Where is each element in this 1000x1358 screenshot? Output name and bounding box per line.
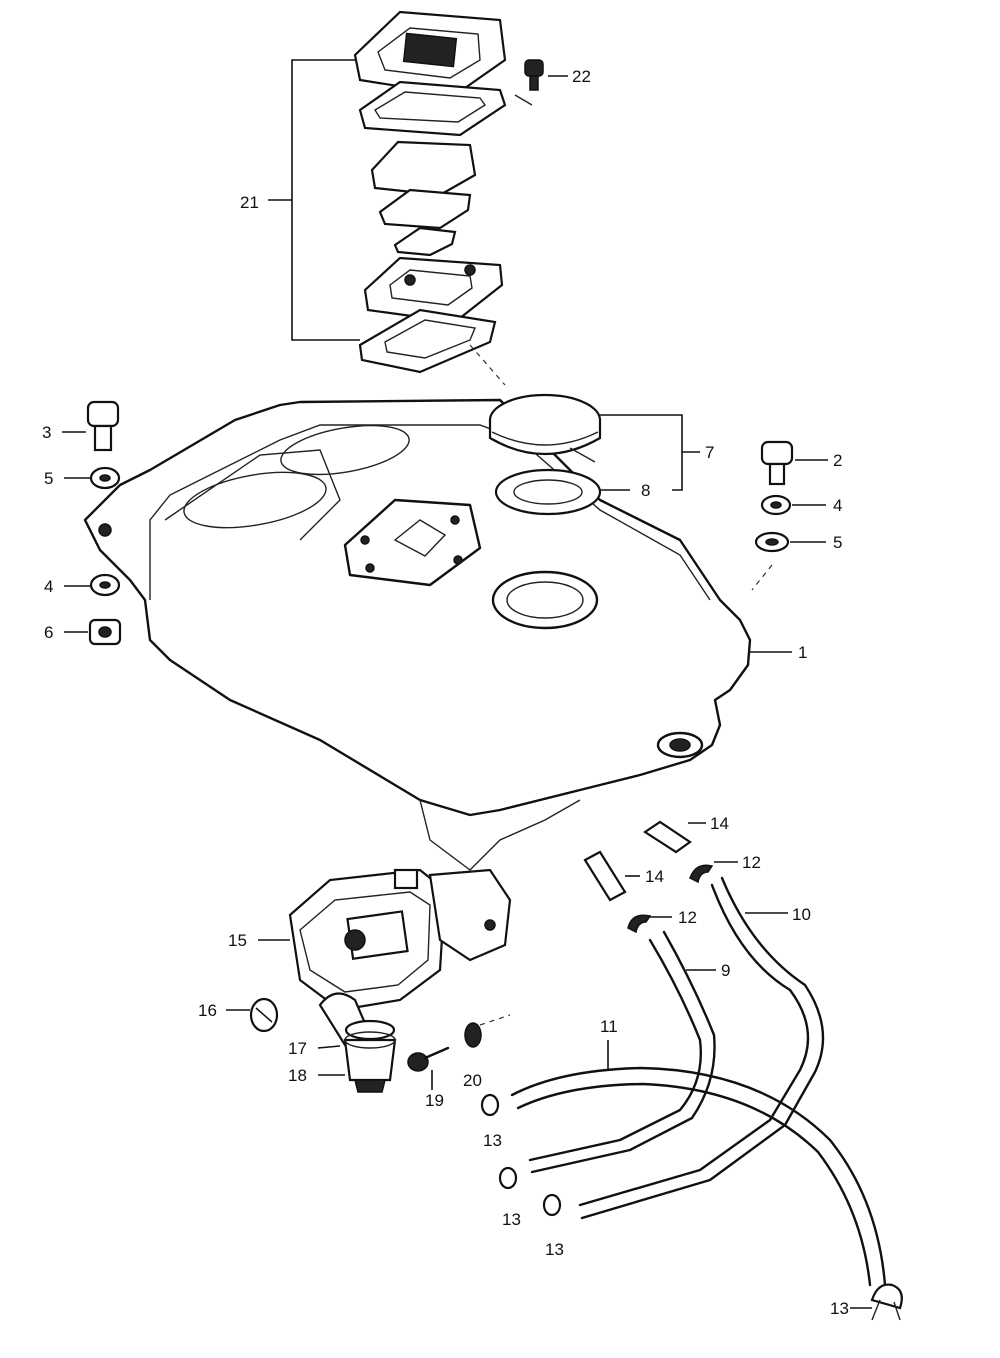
callout-4-right: 4 — [833, 496, 842, 515]
part-5-washer-left — [89, 466, 121, 490]
callout-13-b: 13 — [502, 1210, 521, 1229]
callout-17: 17 — [288, 1039, 307, 1058]
callout-16: 16 — [198, 1001, 217, 1020]
callout-15: 15 — [228, 931, 247, 950]
callout-4-left: 4 — [44, 577, 53, 596]
callout-12-upper: 12 — [742, 853, 761, 872]
part-17-o-ring — [344, 1019, 396, 1041]
callout-5-right: 5 — [833, 533, 842, 552]
part-21-cap-assembly — [353, 10, 507, 386]
part-13-clamp-d — [870, 1283, 903, 1321]
part-12-clip-upper — [689, 864, 714, 884]
part-14-nipple-upper — [642, 820, 692, 854]
callout-13-c: 13 — [545, 1240, 564, 1259]
part-15-fuel-cock — [288, 868, 512, 1047]
part-13-clamp-a — [480, 1093, 500, 1117]
part-20-washer — [464, 1022, 482, 1048]
callout-5-left: 5 — [44, 469, 53, 488]
part-9-hose — [528, 930, 716, 1174]
callout-18: 18 — [288, 1066, 307, 1085]
part-18-filter-cup — [343, 1031, 397, 1093]
callout-13-a: 13 — [483, 1131, 502, 1150]
part-11-hose — [510, 1066, 887, 1287]
callout-3: 3 — [42, 423, 51, 442]
callout-11: 11 — [600, 1017, 618, 1036]
part-12-clip-lower — [627, 914, 652, 934]
callout-14-lower: 14 — [645, 867, 664, 886]
part-10-hose — [578, 876, 825, 1220]
part-3-bolt — [86, 400, 120, 452]
callout-6: 6 — [44, 623, 53, 642]
callout-14-upper: 14 — [710, 814, 729, 833]
callout-20: 20 — [463, 1071, 482, 1090]
part-16-screw — [249, 997, 279, 1033]
part-14-nipple-lower — [583, 850, 627, 902]
part-1-fuel-tank — [83, 398, 752, 871]
part-6-nut — [88, 618, 122, 646]
callout-9: 9 — [721, 961, 730, 980]
callout-2: 2 — [833, 451, 842, 470]
callout-7: 7 — [705, 443, 714, 462]
part-19-screw — [407, 1046, 450, 1072]
callout-19: 19 — [425, 1091, 444, 1110]
part-2-bolt — [760, 440, 794, 486]
leader-17 — [317, 1045, 341, 1049]
part-5-washer-right — [754, 531, 790, 553]
part-7-filler-cap — [488, 393, 602, 463]
callout-13-d: 13 — [830, 1299, 849, 1318]
part-13-clamp-b — [498, 1166, 518, 1190]
callout-22: 22 — [572, 67, 591, 86]
part-4-lock-washer-right — [760, 494, 792, 516]
part-22-screw — [514, 59, 544, 106]
part-8-cap-gasket — [494, 468, 602, 516]
part-13-clamp-c — [542, 1193, 562, 1217]
callout-8: 8 — [641, 481, 650, 500]
part-4-lock-washer-left — [89, 573, 121, 597]
callout-21: 21 — [240, 193, 259, 212]
bracket-7 — [600, 414, 683, 491]
bracket-21 — [291, 59, 360, 341]
callout-1: 1 — [798, 643, 807, 662]
callout-10: 10 — [792, 905, 811, 924]
callout-12-lower: 12 — [678, 908, 697, 927]
